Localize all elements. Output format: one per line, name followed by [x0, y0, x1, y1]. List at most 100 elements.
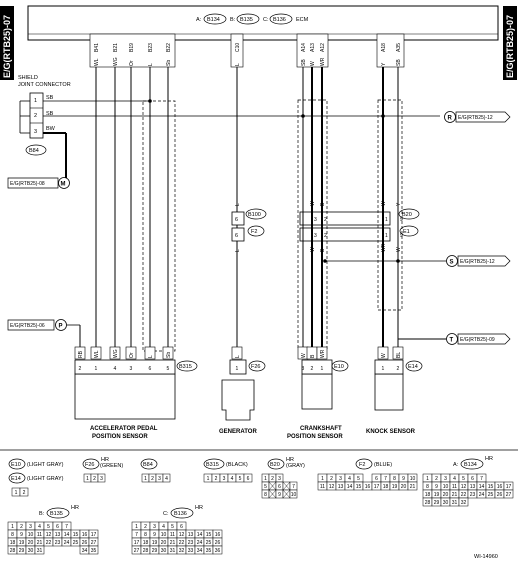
svg-text:POSITION SENSOR: POSITION SENSOR	[287, 434, 343, 440]
svg-text:B84: B84	[143, 462, 153, 468]
grid-cell-label: 11	[452, 484, 457, 490]
grid-cell-label: 5	[264, 484, 267, 490]
grid-cell-label: 36	[215, 548, 221, 554]
grid-cell-label: 7	[480, 476, 483, 482]
grid-cell-label: 18	[143, 540, 149, 546]
grid-cell-label: 5	[171, 524, 174, 530]
grid-cell-label: 12	[329, 484, 335, 490]
grid-cell-label: 6	[56, 524, 59, 530]
ecm-pin-label: B41	[94, 43, 100, 52]
grid-cell-label: 9	[278, 492, 281, 498]
grid-cell-label: 33	[188, 548, 194, 554]
grid-cell	[88, 545, 99, 555]
grid-cell-label: 9	[153, 532, 156, 538]
grid-cell-label: 16	[365, 484, 371, 490]
grid-cell-label: 1	[144, 476, 147, 482]
e1-wire-top: W	[310, 201, 316, 206]
grid-cell-label: 1	[86, 476, 89, 482]
grid-cell-label: 7	[292, 484, 295, 490]
grid-cell-label: 9	[20, 532, 23, 538]
sensor-pin-number: 2	[311, 366, 314, 372]
svg-text:E/G(RTB25)-12: E/G(RTB25)-12	[460, 259, 495, 265]
grid-cell-label: 13	[55, 532, 61, 538]
grid-cell-label: 20	[443, 492, 449, 498]
grid-cell-label: 7	[65, 524, 68, 530]
svg-text:A:: A:	[196, 17, 202, 23]
svg-text:M: M	[61, 182, 66, 188]
grid-cell-label: 34	[82, 548, 88, 554]
svg-text:HR: HR	[195, 505, 203, 511]
grid-cell-label: 2	[20, 524, 23, 530]
sensor-wire-label: WR	[320, 349, 326, 358]
ecm-wire-label: WG	[113, 57, 119, 66]
svg-text:E14: E14	[11, 476, 21, 482]
sensor-knock: E14 KNOCK SENSOR	[366, 359, 423, 435]
svg-text:B100: B100	[248, 212, 261, 218]
grid-cell-label: 26	[497, 492, 503, 498]
svg-text:1: 1	[34, 98, 37, 104]
grid-cell-label: 6	[375, 476, 378, 482]
grid-cell-label: 10	[410, 476, 416, 482]
e1-pin-bot: 1	[385, 233, 388, 239]
grid-cell-label: 17	[506, 484, 512, 490]
ecm-connector-a: A: B134	[196, 13, 227, 25]
ecm-pin-label: B23	[148, 43, 154, 52]
grid-cell-label: 27	[506, 492, 512, 498]
grid-cell-label: 20	[28, 540, 34, 546]
legend-f26: F26 HR (GREEN)	[82, 457, 123, 470]
grid-cell-label: 5	[239, 476, 242, 482]
svg-text:F26: F26	[85, 462, 94, 468]
sensor-pin-number: 5	[167, 366, 170, 372]
ref-arrow-t: T E/G(RTB25)-09	[446, 333, 511, 345]
e1-wire-bot: W	[310, 247, 316, 252]
svg-text:6: 6	[235, 233, 238, 239]
grid-cell-label: 17	[134, 540, 140, 546]
sensor-wire-box	[392, 346, 404, 360]
legend: E10 (LIGHT GRAY) E14 (LIGHT GRAY) F26 HR…	[7, 456, 514, 555]
ecm-pin-label: A13	[310, 43, 316, 52]
sensor-wire-label: WL	[94, 350, 100, 358]
e1-pin-top: 9	[400, 217, 403, 223]
svg-text:(LIGHT GRAY): (LIGHT GRAY)	[27, 476, 64, 482]
ecm-pin-group: B41WLB21WGB19OrB23LB22SbC10LA14SBA13WA12…	[89, 33, 405, 68]
legend-a: A: B134 HR	[453, 456, 493, 470]
e1-pin-top: 2	[324, 217, 327, 223]
shield-dash-knock	[377, 99, 403, 311]
grid-cell	[407, 481, 418, 491]
grid-cell-label: 9	[402, 476, 405, 482]
svg-text:HR: HR	[485, 456, 493, 462]
f2-wire-top: L	[235, 203, 241, 206]
grid-cell-label: 11	[320, 484, 325, 490]
legend-b20: B20 HR (GRAY)	[267, 457, 305, 470]
e1-wire-top: Y	[396, 202, 402, 206]
grid-cell-label: 22	[461, 492, 467, 498]
sensor-wire-box	[144, 346, 156, 360]
sensor-pin-number: 1	[95, 366, 98, 372]
ecm-wire-label: Y	[381, 62, 387, 66]
side-label-left: E/G(RTB25)-07	[0, 6, 14, 80]
sensor-wire-label: W	[381, 353, 387, 358]
grid-cell-label: 21	[170, 540, 176, 546]
grid-cell-label: 6	[278, 484, 281, 490]
svg-text:R: R	[448, 116, 453, 122]
e1-pin-bot: 3	[314, 233, 317, 239]
grid-cell-label: 18	[10, 540, 16, 546]
grid-cell-label: 23	[470, 492, 476, 498]
grid-cell-label: 22	[46, 540, 52, 546]
svg-text:HR: HR	[101, 457, 109, 463]
svg-text:B136: B136	[273, 17, 286, 23]
grid-cell-label: 2	[23, 490, 26, 496]
ref-arrow-p: E/G(RTB25)-06 P	[7, 319, 80, 331]
grid-cell-label: 2	[271, 476, 274, 482]
svg-text:POSITION SENSOR: POSITION SENSOR	[92, 434, 148, 440]
shield-joint-connector: SHIELD JOINT CONNECTOR 1 2 3 SB SB BW B8…	[18, 75, 440, 183]
grid-cell-label: 10	[443, 484, 449, 490]
sensor-pin-number: 3	[130, 366, 133, 372]
sensor-wire-label: B	[310, 354, 316, 358]
ecm-wire-label: SB	[301, 59, 307, 66]
